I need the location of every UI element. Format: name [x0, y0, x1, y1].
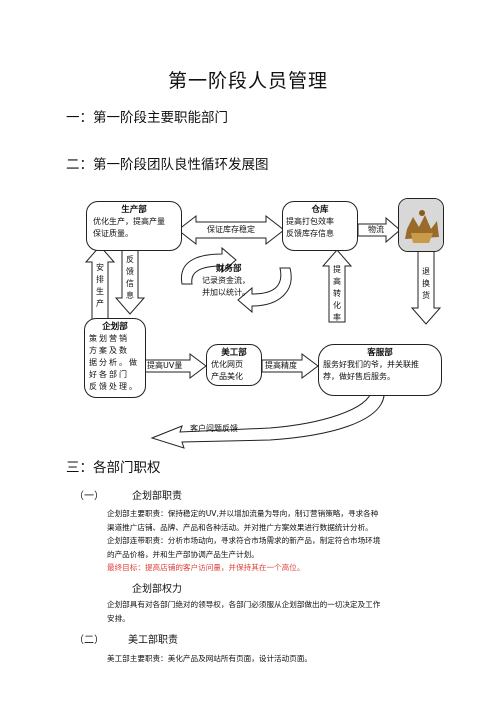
label-raise-uv: 提高UV量 — [147, 361, 183, 370]
paragraph-line: 渠道推广店铺、品牌、产品和各种活动。并对推广方案效果进行数据统计分析。 — [107, 522, 373, 532]
planning-duties: 企划部主要职责：保持稳定的UV,并以增加流量为导向，制订营销策略，寻求各种 渠道… — [107, 507, 380, 575]
label-arrange-production: 安排生产 — [96, 263, 104, 308]
service-dept-box: 客服部 服务好我们的爷，并关联推 荐，做好售后服务。 — [318, 344, 442, 396]
warehouse-body: 提高打包效率 反馈库存信息 — [286, 217, 334, 238]
logo-box — [398, 198, 444, 252]
arrow-customer-feedback — [150, 389, 385, 449]
warehouse-box: 仓库 提高打包效率 反馈库存信息 — [282, 201, 358, 251]
warehouse-title: 仓库 — [311, 205, 329, 215]
design-title: 美工部 — [221, 348, 247, 358]
label-feedback-info: 反馈信息 — [126, 255, 134, 300]
production-body: 优化生产，提高产量 保证质量。 — [93, 217, 165, 238]
page-title: 第一阶段人员管理 — [167, 70, 328, 92]
section-heading-2: 二：第一阶段团队良性循环发展图 — [66, 157, 269, 173]
planning-title: 企划部 — [102, 322, 128, 332]
arrow-logistics — [357, 216, 401, 244]
arrow-returns — [410, 249, 442, 325]
design-dept-box: 美工部 优化网页 产品美化 — [206, 344, 262, 386]
sub1-number: （一） — [74, 491, 104, 502]
label-raise-precision: 提高精度 — [265, 361, 297, 370]
paragraph-line: 安排。 — [107, 613, 130, 623]
design-duties: 美工部主要职责：美化产品及网站所有页面，设计活动页面。 — [107, 654, 313, 663]
sub1-title: 企划部职责 — [132, 491, 182, 502]
label-raise-conversion: 提高转化率 — [333, 265, 341, 322]
paragraph-line: 企划部连带职责：分析市场动向，寻求符合市场需求的新产品，制定符合市场环境 — [107, 536, 381, 545]
paragraph-line: 的产品价格，并和生产部协调产品生产计划。 — [107, 549, 259, 559]
arrow-raise-precision — [261, 353, 319, 379]
paragraph-line: 企划部具有对各部门绝对的领导权，各部门必须服从企划部做出的一切决定及工作 — [107, 600, 381, 609]
service-title: 客服部 — [367, 348, 393, 358]
finance-dept: 财务部 记录资金流， 并加以统计。 — [202, 264, 266, 299]
production-title: 生产部 — [121, 205, 147, 215]
planning-body: 策划营销 方案及数 据分析。做 好各部门 反馈处理。 — [89, 334, 139, 391]
paragraph-line: 企划部主要职责：保持稳定的UV,并以增加流量为导向，制订营销策略，寻求各种 — [107, 509, 379, 518]
arrow-arrange-production — [84, 245, 116, 321]
production-dept-box: 生产部 优化生产，提高产量 保证质量。 — [86, 201, 182, 251]
finance-cycle-arrow-bottom — [237, 267, 292, 314]
sub2-number: （二） — [74, 635, 104, 646]
final-goal-text: 提高店铺的客户访问量，并保持其在一个高位。 — [144, 563, 305, 572]
arrow-feedback-info — [114, 247, 146, 315]
label-returns: 退换货 — [422, 267, 430, 300]
finance-title: 财务部 — [216, 264, 242, 274]
label-logistics: 物流 — [368, 225, 384, 234]
sub2-title: 美工部职责 — [128, 635, 178, 646]
section-heading-3: 三：各部门职权 — [66, 460, 161, 476]
final-goal-prefix: 最终目标： — [107, 563, 145, 572]
planning-dept-box: 企划部 策划营销 方案及数 据分析。做 好各部门 反馈处理。 — [84, 318, 146, 398]
sub1b-title: 企划部权力 — [132, 584, 182, 595]
design-body: 优化网页 产品美化 — [211, 360, 243, 381]
label-customer-feedback: 客户问题反馈 — [190, 424, 238, 433]
logo-icon — [399, 199, 443, 251]
label-stock-stable: 保证库存稳定 — [207, 225, 255, 234]
finance-cycle-arrow-top — [180, 246, 237, 285]
planning-authority: 企划部具有对各部门绝对的领导权，各部门必须服从企划部做出的一切决定及工作 安排。 — [107, 598, 380, 625]
service-body: 服务好我们的爷，并关联推 荐，做好售后服务。 — [323, 360, 419, 381]
arrow-raise-uv — [143, 353, 207, 379]
finance-body: 记录资金流， 并加以统计。 — [202, 276, 250, 297]
section-heading-1: 一：第一阶段主要职能部门 — [66, 110, 228, 126]
final-goal-line: 最终目标：提高店铺的客户访问量，并保持其在一个高位。 — [107, 561, 380, 575]
arrow-raise-conversion — [321, 249, 353, 323]
